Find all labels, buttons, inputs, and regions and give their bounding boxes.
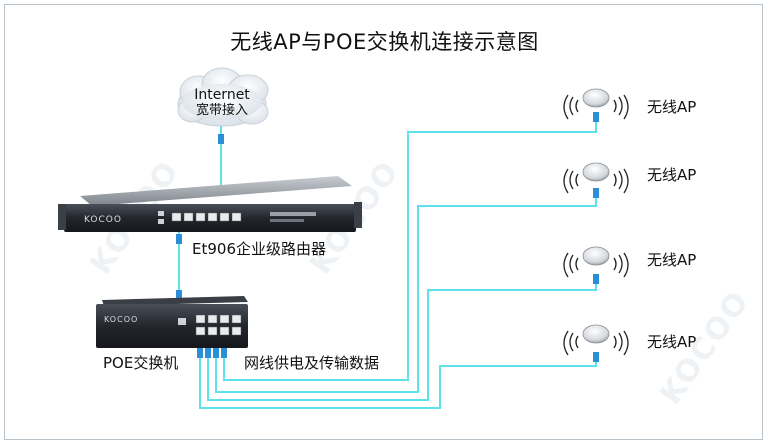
access-point-label: 无线AP [647,333,697,351]
cable-label: 网线供电及传输数据 [244,354,380,372]
cloud-label-line2: 宽带接入 [195,103,248,118]
router-brand-label: KOCOO [84,215,122,225]
rj45-connector-icon [197,112,599,362]
rj45-connector-icon [218,134,224,144]
cloud-label: Internet 宽带接入 [172,87,272,119]
rj45-connector-icon [176,290,182,300]
access-point-icon [563,246,629,278]
switch-brand-label: KOCOO [104,315,138,324]
poe-cables [199,114,597,409]
access-point-icon [563,162,629,194]
access-point-label: 无线AP [647,166,697,184]
access-point-icon [563,88,629,120]
cloud-label-line1: Internet [194,87,250,103]
router-device: KOCOO [58,176,362,232]
diagram-title: 无线AP与POE交换机连接示意图 [230,30,539,54]
rj45-connector-icon [176,234,182,244]
diagram-frame [4,4,763,440]
access-point-icon [563,324,629,356]
internet-cloud-icon [177,67,269,127]
switch-label: POE交换机 [103,354,179,372]
access-point-label: 无线AP [647,251,697,269]
router-label: Et906企业级路由器 [192,240,326,258]
poe-switch-device: KOCOO [96,296,248,348]
access-point-label: 无线AP [647,98,697,116]
